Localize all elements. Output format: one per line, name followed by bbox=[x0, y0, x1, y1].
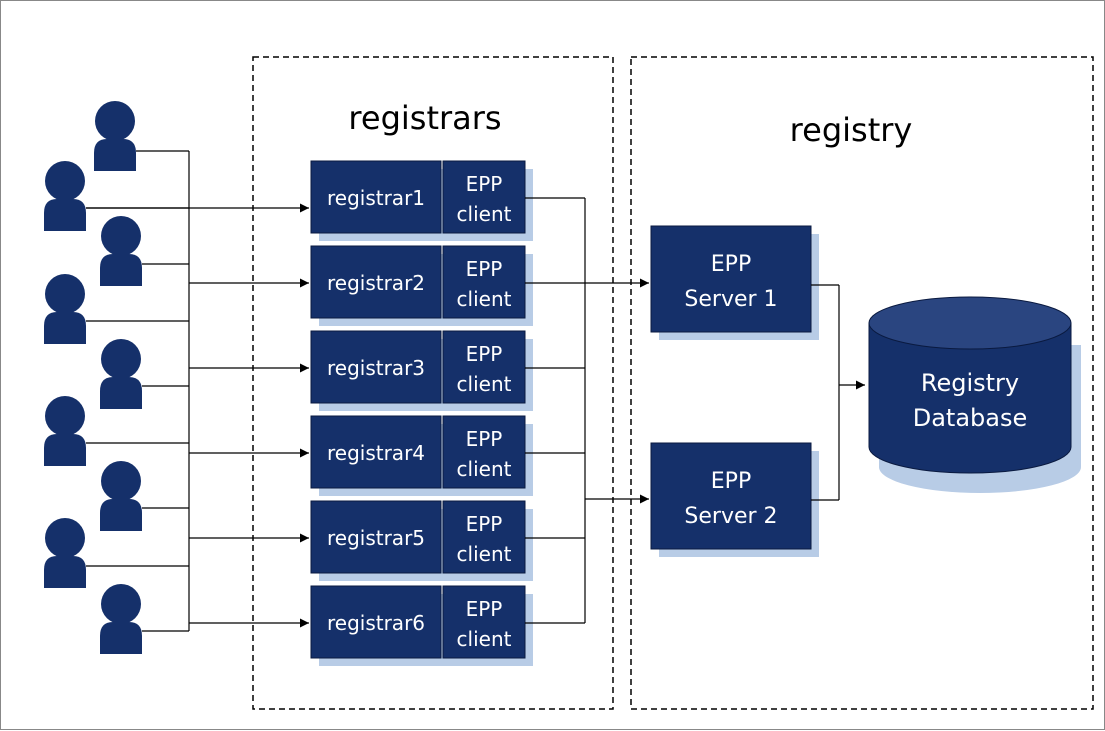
registrar-row-6[interactable]: registrar6 EPP client bbox=[310, 585, 533, 666]
registrar-label: registrar6 bbox=[327, 611, 425, 635]
epp-client-line1: EPP bbox=[466, 512, 503, 536]
user-icon bbox=[94, 101, 136, 171]
registrar-box[interactable] bbox=[310, 415, 442, 489]
user-icon bbox=[100, 461, 142, 531]
user-icon bbox=[100, 339, 142, 409]
epp-client-box[interactable] bbox=[442, 585, 526, 659]
epp-client-box[interactable] bbox=[442, 500, 526, 574]
epp-client-line1: EPP bbox=[466, 257, 503, 281]
registrar-label: registrar1 bbox=[327, 186, 425, 210]
server-1-line1: EPP bbox=[711, 252, 751, 277]
registry-database[interactable]: Registry Database bbox=[868, 296, 1081, 493]
database-top bbox=[868, 296, 1072, 350]
registrar-label: registrar3 bbox=[327, 356, 425, 380]
user-icon bbox=[100, 216, 142, 286]
server-2-line1: EPP bbox=[711, 469, 751, 494]
database-line1: Registry bbox=[921, 369, 1019, 397]
server-2[interactable]: EPP Server 2 bbox=[650, 442, 819, 557]
server-2-line2: Server 2 bbox=[684, 504, 777, 529]
registrar-box[interactable] bbox=[310, 245, 442, 319]
registrars-title: registrars bbox=[348, 99, 501, 137]
registrar-box[interactable] bbox=[310, 160, 442, 234]
epp-client-line1: EPP bbox=[466, 342, 503, 366]
registrar-row-1[interactable]: registrar1 EPP client bbox=[310, 160, 533, 241]
epp-client-line2: client bbox=[457, 627, 512, 651]
epp-client-box[interactable] bbox=[442, 160, 526, 234]
registrar-row-3[interactable]: registrar3 EPP client bbox=[310, 330, 533, 411]
user-icon bbox=[44, 518, 86, 588]
server-1-line2: Server 1 bbox=[684, 287, 777, 312]
epp-client-line2: client bbox=[457, 202, 512, 226]
registrar-row-2[interactable]: registrar2 EPP client bbox=[310, 245, 533, 326]
user-icon bbox=[44, 396, 86, 466]
epp-client-line2: client bbox=[457, 457, 512, 481]
user-connections bbox=[86, 150, 309, 632]
registrar-label: registrar4 bbox=[327, 441, 425, 465]
epp-client-line2: client bbox=[457, 542, 512, 566]
epp-client-line2: client bbox=[457, 372, 512, 396]
registrar-box[interactable] bbox=[310, 330, 442, 404]
registry-title: registry bbox=[790, 111, 913, 149]
registrars-layer: registrar1EPPclientregistrar2EPPclientre… bbox=[310, 160, 533, 666]
epp-client-box[interactable] bbox=[442, 245, 526, 319]
server-1[interactable]: EPP Server 1 bbox=[650, 225, 819, 340]
registrar-row-4[interactable]: registrar4 EPP client bbox=[310, 415, 533, 496]
registrars-group bbox=[252, 56, 614, 710]
registrar-label: registrar5 bbox=[327, 526, 425, 550]
epp-client-line1: EPP bbox=[466, 597, 503, 621]
registrar-box[interactable] bbox=[310, 500, 442, 574]
epp-client-line1: EPP bbox=[466, 427, 503, 451]
client-server-connections bbox=[525, 197, 649, 624]
user-icon bbox=[100, 584, 142, 654]
registry-group bbox=[630, 56, 1094, 710]
epp-client-line2: client bbox=[457, 287, 512, 311]
server-database-connections bbox=[811, 284, 865, 501]
epp-client-box[interactable] bbox=[442, 415, 526, 489]
epp-client-box[interactable] bbox=[442, 330, 526, 404]
database-line2: Database bbox=[913, 404, 1028, 432]
user-icon bbox=[44, 161, 86, 231]
users-layer bbox=[44, 101, 142, 654]
user-icon bbox=[44, 274, 86, 344]
epp-client-line1: EPP bbox=[466, 172, 503, 196]
registrar-label: registrar2 bbox=[327, 271, 425, 295]
registrar-box[interactable] bbox=[310, 585, 442, 659]
registrar-row-5[interactable]: registrar5 EPP client bbox=[310, 500, 533, 581]
